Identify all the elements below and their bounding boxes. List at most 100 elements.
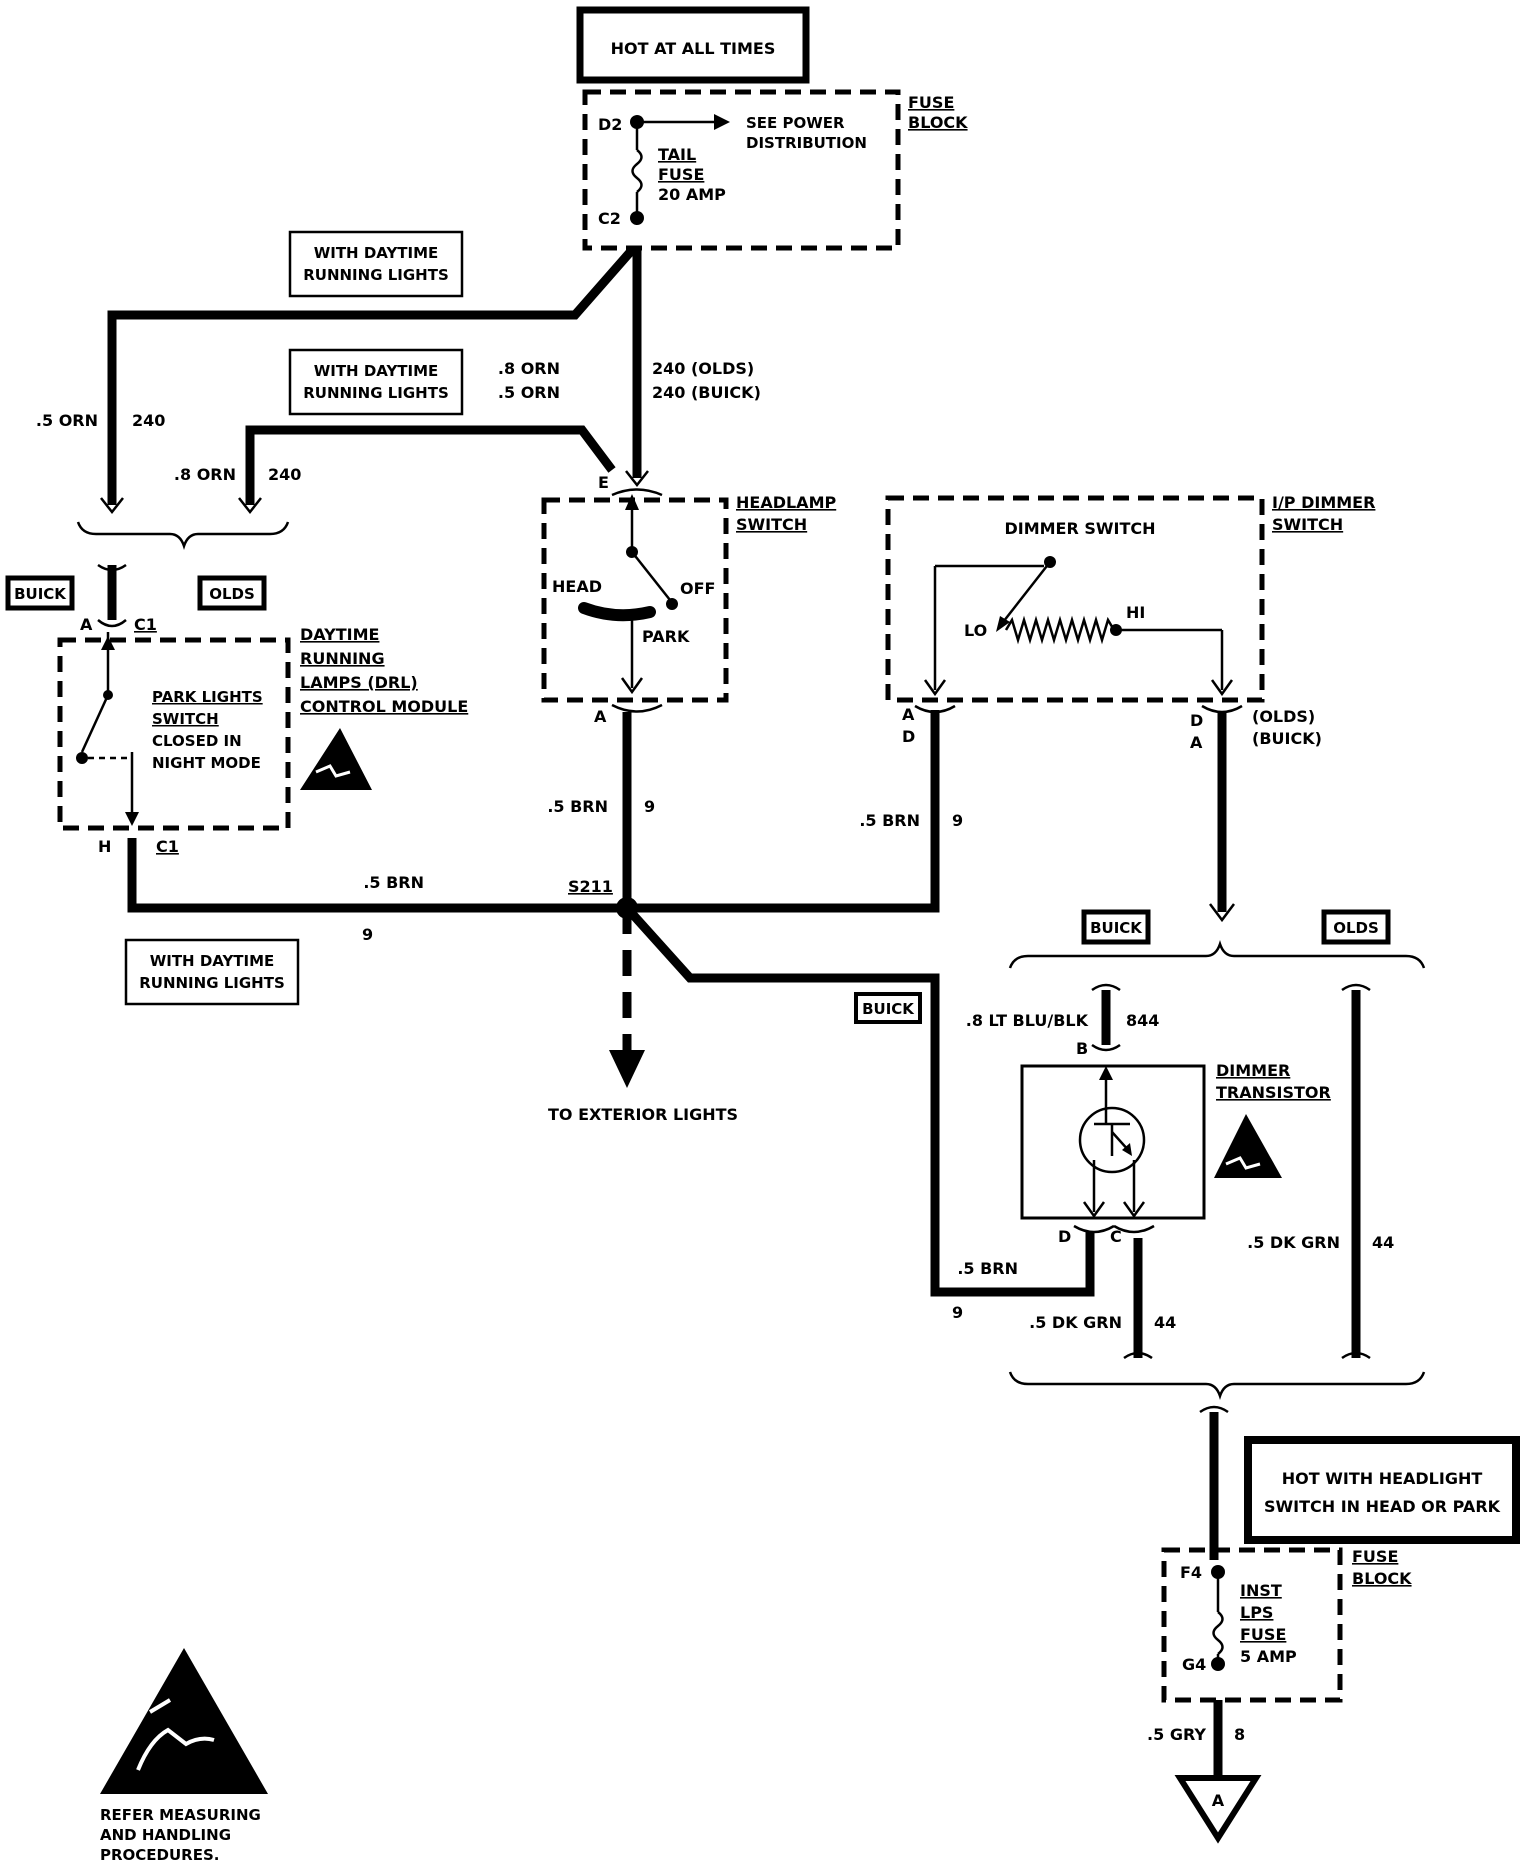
pin-c2: C2	[598, 209, 621, 228]
svg-text:BLOCK: BLOCK	[908, 113, 968, 132]
svg-text:D: D	[902, 727, 915, 746]
orn-main-circuit-olds: 240 (OLDS)	[652, 359, 754, 378]
svg-text:A: A	[594, 707, 607, 726]
tag-buick-left: BUICK	[5, 575, 75, 611]
drl-note-1: WITH DAYTIME RUNNING LIGHTS	[288, 230, 464, 298]
svg-text:5 AMP: 5 AMP	[1240, 1647, 1297, 1666]
inst-lps-fuse-symbol	[1212, 1611, 1224, 1655]
svg-text:PARK LIGHTS: PARK LIGHTS	[152, 688, 263, 706]
svg-text:RUNNING LIGHTS: RUNNING LIGHTS	[303, 384, 449, 402]
svg-text:CLOSED IN: CLOSED IN	[152, 732, 242, 750]
orn-mid-circuit: 240	[268, 465, 301, 484]
wire-brn-dimmer	[627, 710, 940, 913]
dimmer-transistor	[1020, 1064, 1206, 1220]
svg-text:HI: HI	[1126, 603, 1145, 622]
svg-text:8: 8	[1234, 1725, 1245, 1744]
orn-main-circuit-buick: 240 (BUICK)	[652, 383, 761, 402]
svg-text:TRANSISTOR: TRANSISTOR	[1216, 1083, 1331, 1102]
svg-text:.5 BRN: .5 BRN	[363, 873, 424, 892]
svg-text:LPS: LPS	[1240, 1603, 1273, 1622]
svg-text:44: 44	[1154, 1313, 1176, 1332]
splice-s211	[616, 897, 638, 919]
svg-text:9: 9	[952, 1303, 963, 1322]
svg-text:WITH DAYTIME: WITH DAYTIME	[150, 952, 275, 970]
esd-symbol-transistor	[1214, 1114, 1282, 1178]
svg-text:G4: G4	[1182, 1655, 1206, 1674]
svg-text:SWITCH: SWITCH	[1272, 515, 1343, 534]
svg-text:.8 LT BLU/BLK: .8 LT BLU/BLK	[966, 1011, 1089, 1030]
svg-text:DIMMER SWITCH: DIMMER SWITCH	[1004, 519, 1155, 538]
dimmer-rheostat	[1004, 615, 1116, 645]
svg-text:(BUICK): (BUICK)	[1252, 729, 1322, 748]
svg-text:B: B	[1076, 1039, 1088, 1058]
svg-text:F4: F4	[1180, 1563, 1202, 1582]
svg-text:SWITCH IN HEAD OR PARK: SWITCH IN HEAD OR PARK	[1264, 1497, 1501, 1516]
svg-text:OLDS: OLDS	[1333, 919, 1379, 937]
svg-text:844: 844	[1126, 1011, 1159, 1030]
orn-main-gauge-buick: .5 ORN	[498, 383, 560, 402]
svg-text:DAYTIME: DAYTIME	[300, 625, 379, 644]
svg-text:DISTRIBUTION: DISTRIBUTION	[746, 134, 867, 152]
svg-text:9: 9	[362, 925, 373, 944]
svg-text:E: E	[598, 473, 609, 492]
svg-text:H: H	[98, 837, 111, 856]
esd-warning-icon	[100, 1648, 268, 1794]
svg-text:FUSE: FUSE	[908, 93, 954, 112]
svg-text:C1: C1	[134, 615, 157, 634]
tag-buick-wire: BUICK	[854, 992, 922, 1024]
tag-buick-right: BUICK	[1081, 909, 1151, 945]
pin-d2: D2	[598, 115, 622, 134]
svg-text:I/P DIMMER: I/P DIMMER	[1272, 493, 1375, 512]
hot-with-headlight-box: HOT WITH HEADLIGHT SWITCH IN HEAD OR PAR…	[1244, 1436, 1520, 1544]
svg-text:A: A	[80, 615, 93, 634]
wire-orn-mid-feed	[245, 425, 616, 505]
svg-text:SEE POWER: SEE POWER	[746, 114, 845, 132]
svg-text:PROCEDURES.: PROCEDURES.	[100, 1846, 219, 1864]
svg-text:NIGHT MODE: NIGHT MODE	[152, 754, 261, 772]
ip-dimmer-switch: I/P DIMMER SWITCH DIMMER SWITCH LO HI A …	[885, 493, 1375, 752]
bottom-fuse-block: FUSE BLOCK F4 G4 INST LPS FUSE 5 AMP	[1161, 1547, 1412, 1703]
wire-brn-buick	[623, 904, 1095, 1297]
svg-text:A: A	[1212, 1791, 1225, 1810]
drl-note-2: WITH DAYTIME RUNNING LIGHTS	[288, 348, 464, 416]
svg-text:FUSE: FUSE	[658, 165, 704, 184]
svg-text:A: A	[902, 705, 915, 724]
svg-text:BLOCK: BLOCK	[1352, 1569, 1412, 1588]
svg-text:OLDS: OLDS	[209, 585, 255, 603]
headlamp-park-label: PARK	[642, 627, 690, 646]
svg-text:BUICK: BUICK	[14, 585, 67, 603]
hot-at-all-times-box: HOT AT ALL TIMES	[576, 6, 810, 84]
svg-text:TAIL: TAIL	[658, 145, 696, 164]
svg-text:S211: S211	[568, 877, 613, 896]
svg-text:RUNNING LIGHTS: RUNNING LIGHTS	[303, 266, 449, 284]
svg-text:C: C	[1110, 1227, 1122, 1246]
headlamp-off-label: OFF	[680, 579, 715, 598]
svg-text:.5 DK GRN: .5 DK GRN	[1029, 1313, 1122, 1332]
svg-text:REFER MEASURING: REFER MEASURING	[100, 1806, 261, 1824]
svg-text:INST: INST	[1240, 1581, 1282, 1600]
svg-text:9: 9	[952, 811, 963, 830]
svg-text:9: 9	[644, 797, 655, 816]
svg-text:C1: C1	[156, 837, 179, 856]
park-lights-switch	[80, 694, 110, 753]
svg-text:CONTROL MODULE: CONTROL MODULE	[300, 697, 468, 716]
svg-text:WITH DAYTIME: WITH DAYTIME	[314, 244, 439, 262]
svg-text:20 AMP: 20 AMP	[658, 185, 726, 204]
headlamp-switch: E HEADLAMP SWITCH HEAD OFF PARK A	[541, 473, 836, 726]
svg-text:.5 GRY: .5 GRY	[1147, 1725, 1206, 1744]
svg-text:HOT WITH HEADLIGHT: HOT WITH HEADLIGHT	[1282, 1469, 1483, 1488]
orn-mid-gauge: .8 ORN	[174, 465, 236, 484]
svg-text:.5 BRN: .5 BRN	[547, 797, 608, 816]
svg-text:A: A	[1190, 733, 1203, 752]
variant-brace-left	[76, 521, 290, 550]
svg-text:BUICK: BUICK	[1090, 919, 1143, 937]
hot-at-all-times-label: HOT AT ALL TIMES	[611, 39, 776, 58]
svg-text:SWITCH: SWITCH	[736, 515, 807, 534]
svg-text:WITH DAYTIME: WITH DAYTIME	[314, 362, 439, 380]
dimmer-wiper	[999, 561, 1051, 627]
drl-note-3: WITH DAYTIME RUNNING LIGHTS	[124, 938, 300, 1006]
tail-fuse-symbol	[631, 149, 643, 193]
headlamp-head-label: HEAD	[552, 577, 602, 596]
svg-text:BUICK: BUICK	[862, 1000, 915, 1018]
